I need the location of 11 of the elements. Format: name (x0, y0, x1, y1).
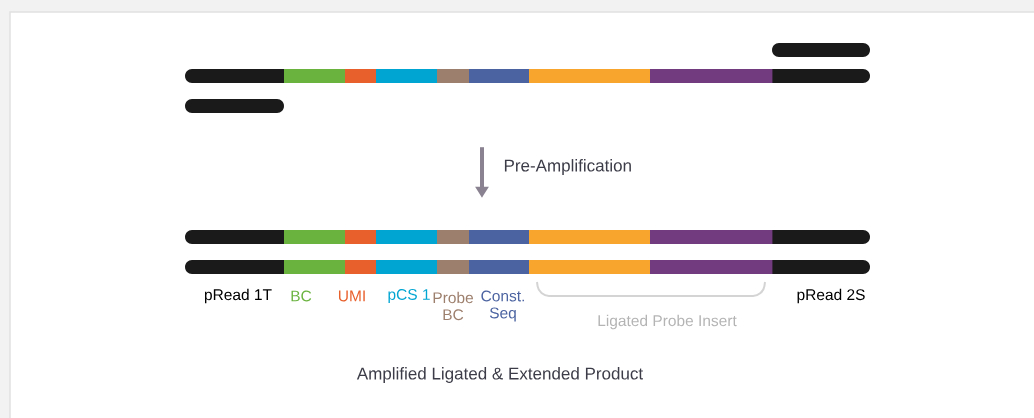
segment-label: Probe BC (433, 291, 473, 321)
segment-label: Const. Seq (481, 290, 524, 322)
segment-label: pCS 1 (388, 289, 430, 303)
edge-label: Pre-Amplification (504, 159, 631, 175)
node-label: Amplified Ligated & Extended Product (356, 367, 643, 383)
segment-label: BC (291, 290, 312, 302)
segment-label: pRead 2S (797, 288, 865, 304)
segment-label: UMI (339, 290, 365, 302)
segment-label: pRead 1T (204, 288, 272, 304)
segment-label: Ligated Probe Insert (598, 314, 737, 330)
dna-construct-drawing (185, 43, 870, 113)
